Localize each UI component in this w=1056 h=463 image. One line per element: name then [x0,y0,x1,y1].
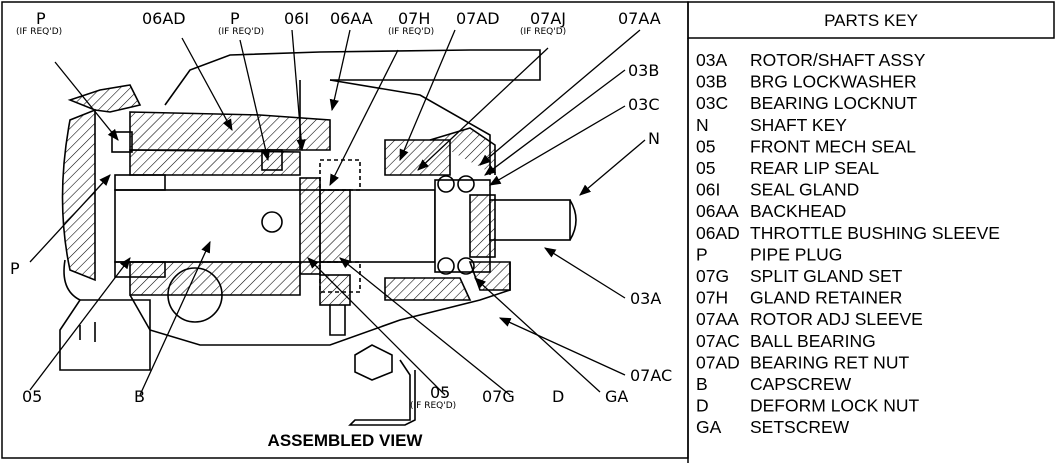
parts-key-code: 07G [696,266,729,286]
callout-05-bottom: 05 [430,383,450,402]
parts-key-code: 07H [696,288,728,308]
parts-key-description: BEARING RET NUT [750,352,909,372]
parts-key-code: 06AD [696,223,740,243]
parts-key-code: 07AC [696,331,740,351]
parts-key-description: DEFORM LOCK NUT [750,396,919,416]
parts-key-description: BEARING LOCKNUT [750,93,918,113]
parts-key-description: CAPSCREW [750,374,852,394]
callout-06aa: 06AA [330,9,373,28]
callout-p-mid: P [230,9,240,28]
parts-key-description: PIPE PLUG [750,244,842,264]
callout-d: D [552,387,564,406]
parts-key-description: BALL BEARING [750,331,876,351]
parts-key-description: THROTTLE BUSHING SLEEVE [750,223,1000,243]
callout-labels: P (IF REQ'D) 06AD P (IF REQ'D) 06I 06AA … [10,9,672,411]
callout-06i: 06I [284,9,309,28]
callout-p-mid-note: (IF REQ'D) [218,27,264,37]
parts-key-header-box [687,1,1055,39]
callout-07g: 07G [482,387,515,406]
parts-key-code: B [696,374,708,394]
callout-p-left: P [36,9,46,28]
parts-key-code: 05 [696,158,715,178]
parts-key-list: 03A ROTOR/SHAFT ASSY 03B BRG LOCKWASHER 03C B… [696,50,1000,437]
callout-ga: GA [605,387,628,406]
parts-key-code: GA [696,417,722,437]
parts-key-heading: PARTS KEY [824,11,918,30]
callout-p-side: P [10,259,20,278]
callout-n: N [648,129,660,148]
parts-key-code: 06AA [696,201,739,221]
parts-key-description: REAR LIP SEAL [750,158,879,178]
parts-key-description: SETSCREW [750,417,850,437]
callout-06ad: 06AD [142,9,186,28]
parts-key-description: BACKHEAD [750,201,846,221]
leader-lines [29,29,646,396]
parts-key-code: N [696,115,709,135]
callout-07h-note: (IF REQ'D) [388,27,434,37]
parts-key-code: 05 [696,136,715,156]
parts-key-code: 07AA [696,309,739,329]
parts-key-code: 03C [696,93,728,113]
parts-key-description: BRG LOCKWASHER [750,72,917,92]
parts-key-code: 06I [696,180,720,200]
parts-key-description: ROTOR/SHAFT ASSY [750,50,926,70]
callout-07aj: 07AJ [530,9,566,28]
parts-key-description: SHAFT KEY [750,115,847,135]
parts-key-description: GLAND RETAINER [750,288,902,308]
callout-p-left-note: (IF REQ'D) [16,27,62,37]
parts-key-code: 03A [696,50,727,70]
callout-07ac: 07AC [630,366,672,385]
parts-key-description: ROTOR ADJ SLEEVE [750,309,923,329]
callout-07ad: 07AD [456,9,500,28]
parts-key-description: SEAL GLAND [750,180,859,200]
view-title: ASSEMBLED VIEW [268,431,424,450]
callout-05-bottom-note: (IF REQ'D) [410,401,456,411]
callout-05-left: 05 [22,387,42,406]
parts-key-code: P [696,244,708,264]
callout-03b: 03B [628,61,659,80]
callout-03a: 03A [630,289,661,308]
parts-key-code: 03B [696,72,727,92]
callout-07aj-note: (IF REQ'D) [520,27,566,37]
pump-cross-section [59,49,577,426]
parts-key-code: 07AD [696,352,740,372]
parts-key-code: D [696,396,709,416]
callout-07aa: 07AA [618,9,661,28]
callout-03c: 03C [628,95,660,114]
parts-key-description: SPLIT GLAND SET [750,266,903,286]
parts-key-description: FRONT MECH SEAL [750,136,916,156]
callout-07h: 07H [398,9,430,28]
callout-b: B [134,387,145,406]
